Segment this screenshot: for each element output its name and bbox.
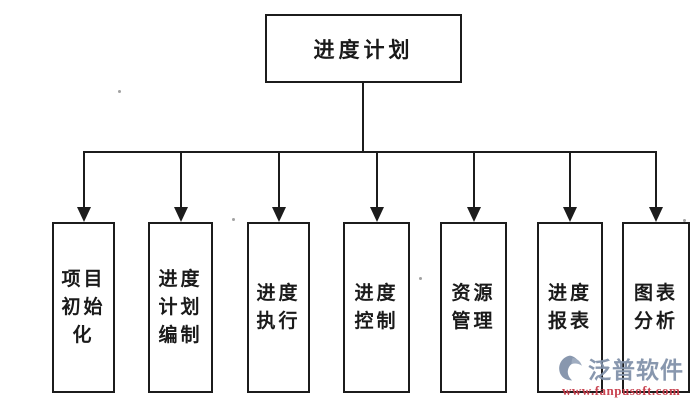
fanpu-logo-icon [559,355,582,381]
node-schedule-control: 进度 控制 [343,222,410,393]
connector-drop-4 [376,151,378,210]
connector-root-vertical [362,83,364,152]
node-label-line: 进度 [547,282,592,304]
node-label-line: 控制 [354,310,399,332]
node-label-line: 执行 [256,310,301,332]
arrowhead-down-icon [77,207,91,222]
node-label-line: 项目 [61,268,106,290]
scan-speckle [232,218,235,221]
arrowhead-down-icon [649,207,663,222]
node-label-line: 进度 [354,282,399,304]
node-label-line: 图表 [633,282,678,304]
node-label-line: 进度 [256,282,301,304]
watermark: 泛普软件 www.fanpusoft.com [556,351,700,399]
node-project-initialization: 项目 初始 化 [52,222,115,393]
connector-drop-1 [83,151,85,210]
node-label-line: 资源 [451,282,496,304]
arrowhead-down-icon [563,207,577,222]
arrowhead-down-icon [467,207,481,222]
connector-drop-7 [655,151,657,210]
watermark-url: www.fanpusoft.com [562,383,681,398]
connector-horizontal-bus [83,151,657,153]
node-label-line: 初始 [61,296,106,318]
root-node-label: 进度计划 [313,37,414,62]
node-schedule-plan-compilation: 进度 计划 编制 [148,222,213,393]
node-label-line: 编制 [158,324,203,346]
node-label-line: 管理 [451,310,496,332]
scan-speckle [683,219,686,222]
connector-drop-3 [278,151,280,210]
node-schedule-execution: 进度 执行 [247,222,310,393]
watermark-brand: 泛普软件 [588,358,684,383]
connector-drop-5 [473,151,475,210]
connector-drop-2 [180,151,182,210]
arrowhead-down-icon [174,207,188,222]
node-label-line: 报表 [547,310,592,332]
arrowhead-down-icon [272,207,286,222]
node-chart-analysis: 图表 分析 [622,222,690,393]
node-schedule-plan-root: 进度计划 [265,14,462,83]
node-resource-management: 资源 管理 [440,222,507,393]
node-label-line: 进度 [158,268,203,290]
connector-drop-6 [569,151,571,210]
scan-speckle [118,90,121,93]
node-label-line: 计划 [158,296,203,318]
node-label-line: 化 [72,324,95,346]
scan-speckle [419,277,422,280]
arrowhead-down-icon [370,207,384,222]
node-label-line: 分析 [633,310,678,332]
